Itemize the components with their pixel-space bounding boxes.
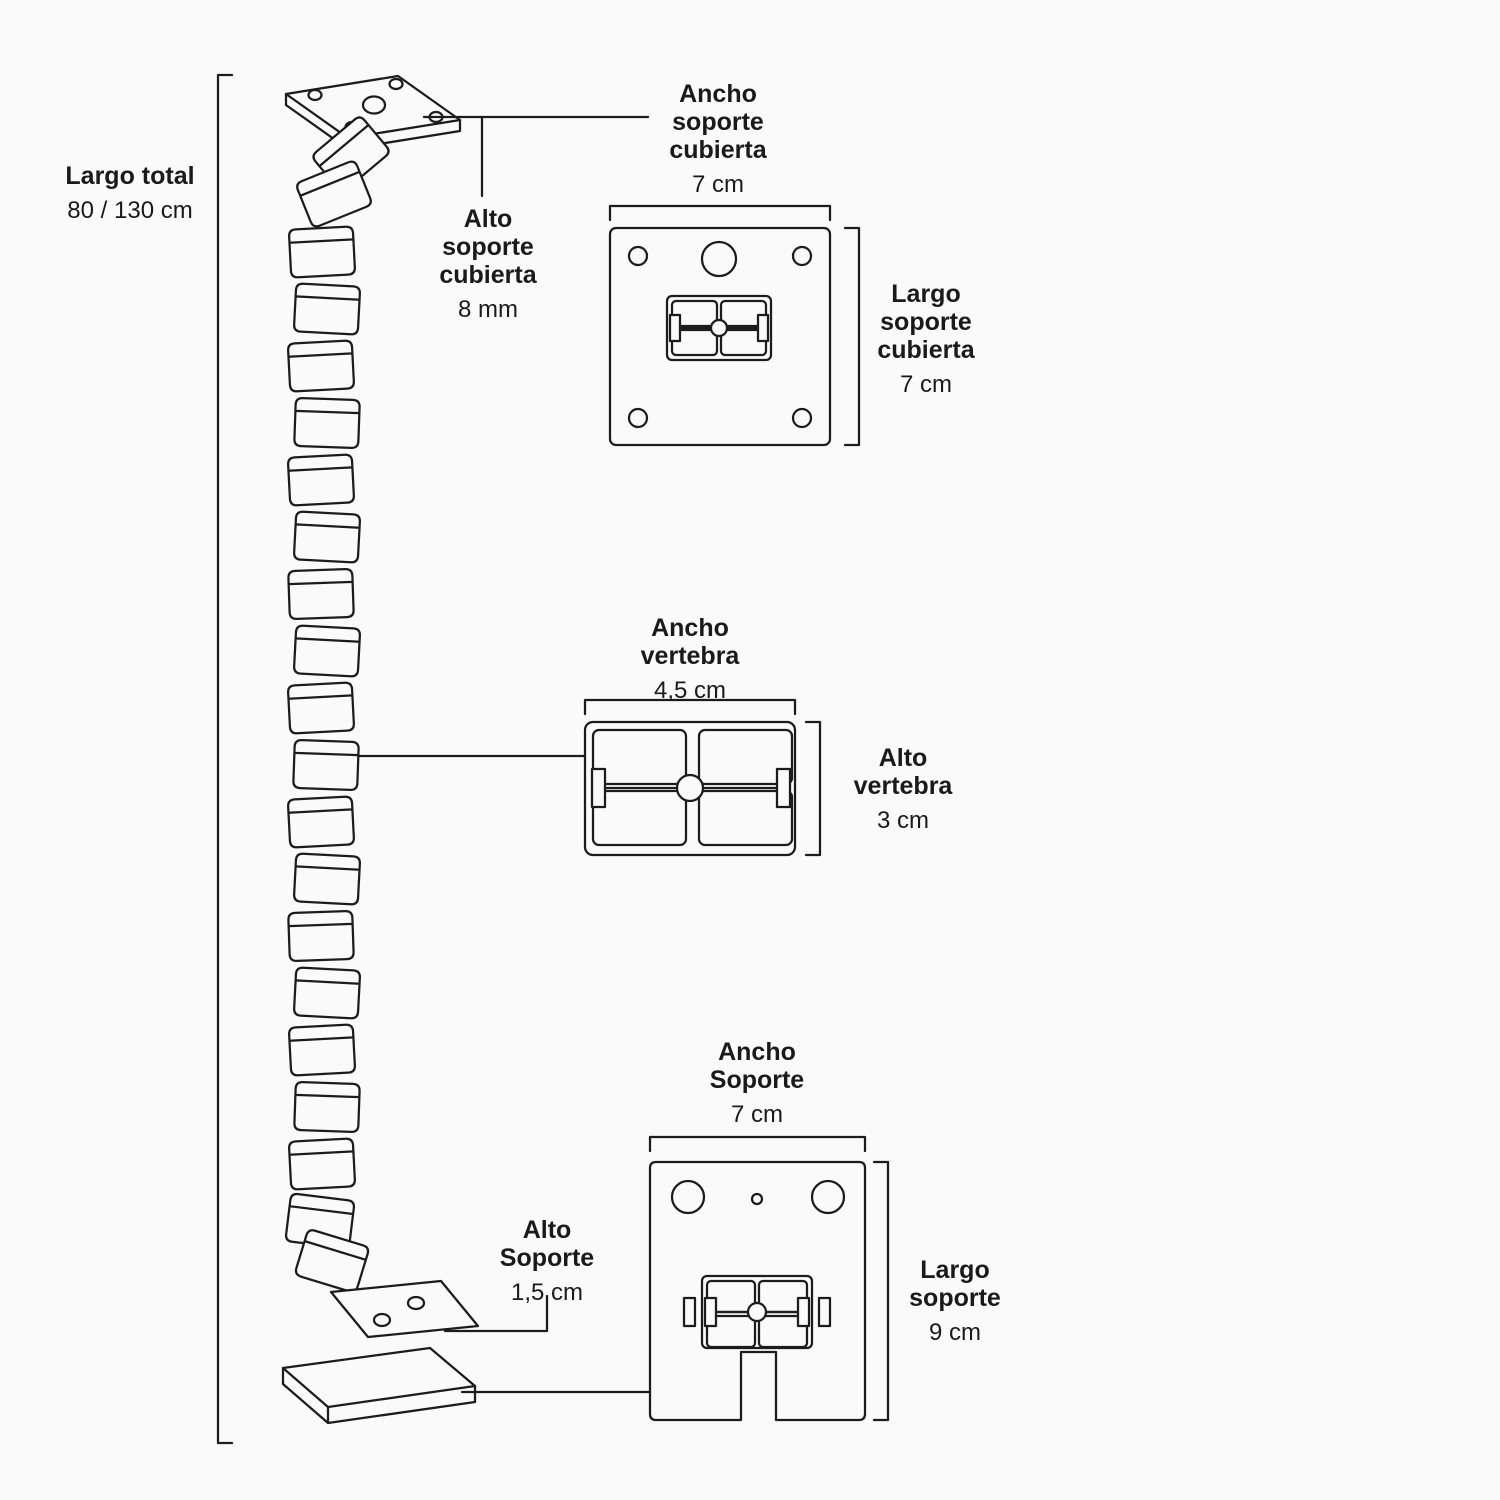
dimension-value: 3 cm xyxy=(876,807,929,834)
dimension-value: 7 cm xyxy=(691,171,744,198)
dimension-label: Largo soporte cubierta xyxy=(877,280,975,364)
dimension-value: 4,5 cm xyxy=(653,677,727,704)
support-length-dimension-bracket xyxy=(872,1160,890,1422)
support-connector-cross-section xyxy=(682,1274,832,1350)
spine-base-support xyxy=(281,1279,480,1425)
dimension-ancho-vertebra: Ancho vertebra 4,5 cm xyxy=(620,614,760,705)
spine-illustration xyxy=(281,74,480,1425)
support-hole-icon xyxy=(810,1179,846,1215)
cover-corner-hole-icon xyxy=(791,245,813,267)
cover-corner-hole-icon xyxy=(627,245,649,267)
leader-lines xyxy=(356,115,652,1394)
dimension-alto-soporte-cubierta: Alto soporte cubierta 8 mm xyxy=(418,205,558,324)
cover-corner-hole-icon xyxy=(791,407,813,429)
spine-vertebrae-chain xyxy=(284,113,393,1295)
support-small-hole-icon xyxy=(750,1192,764,1206)
largo-total-bracket xyxy=(216,73,234,1445)
dimension-ancho-soporte: Ancho Soporte 7 cm xyxy=(687,1038,827,1129)
vertebra-width-dimension-bracket xyxy=(583,698,797,716)
dimension-label: Ancho soporte cubierta xyxy=(669,80,767,164)
vertebra-height-dimension-bracket xyxy=(804,720,822,857)
dimension-value: 7 cm xyxy=(730,1101,783,1128)
cover-corner-hole-icon xyxy=(627,407,649,429)
support-hole-icon xyxy=(670,1179,706,1215)
dimension-label: Alto vertebra xyxy=(853,744,953,800)
dimension-value: 9 cm xyxy=(928,1319,981,1346)
dimension-largo-total: Largo total 80 / 130 cm xyxy=(30,162,230,225)
cover-connector-cross-section xyxy=(665,294,773,362)
cover-center-hole-icon xyxy=(700,240,738,278)
dimension-label: Largo soporte xyxy=(909,1256,1001,1312)
leader-support-height xyxy=(443,1294,549,1333)
dimension-largo-soporte: Largo soporte 9 cm xyxy=(885,1256,1025,1347)
dimension-value: 8 mm xyxy=(458,296,518,323)
dimension-label: Alto soporte cubierta xyxy=(439,205,537,289)
dimension-label: Alto Soporte xyxy=(499,1216,595,1272)
dimension-label: Ancho Soporte xyxy=(709,1038,805,1094)
plate-hole-icon xyxy=(307,88,323,102)
cover-plate-detail xyxy=(608,204,861,447)
base-hole-icon xyxy=(372,1312,392,1328)
vertebra-detail xyxy=(583,698,822,857)
dimension-ancho-soporte-cubierta: Ancho soporte cubierta 7 cm xyxy=(648,80,788,199)
cover-length-dimension-bracket xyxy=(843,226,861,447)
cover-width-dimension-bracket xyxy=(608,204,832,222)
dimension-value: 80 / 130 cm xyxy=(67,197,193,224)
support-width-dimension-bracket xyxy=(648,1135,867,1153)
base-support-detail xyxy=(648,1135,890,1422)
plate-hole-icon xyxy=(388,77,404,91)
dimension-alto-vertebra: Alto vertebra 3 cm xyxy=(833,744,973,835)
dimension-alto-soporte: Alto Soporte 1,5 cm xyxy=(477,1216,617,1307)
dimension-value: 1,5 cm xyxy=(510,1279,584,1306)
base-hole-icon xyxy=(406,1295,426,1311)
dimension-label: Ancho vertebra xyxy=(640,614,740,670)
spine-top-plate xyxy=(284,74,462,151)
dimension-label: Largo total xyxy=(65,162,195,190)
dimension-value: 7 cm xyxy=(899,371,952,398)
plate-center-hole-icon xyxy=(361,95,387,115)
dimension-largo-soporte-cubierta: Largo soporte cubierta 7 cm xyxy=(856,280,996,399)
